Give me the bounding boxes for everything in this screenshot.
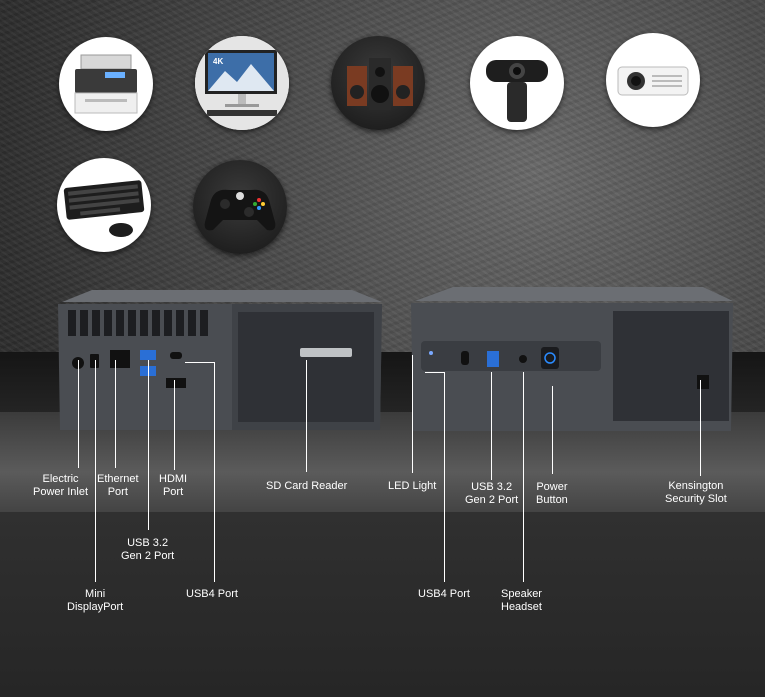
callout-line-ethernet	[115, 360, 116, 468]
callout-line-power-inlet	[78, 360, 79, 468]
printer-icon	[59, 37, 153, 131]
webcam-icon	[470, 36, 564, 130]
speakers-icon	[331, 36, 425, 130]
gamepad-icon	[193, 160, 287, 254]
callout-line-usb4-rear-v	[214, 362, 215, 582]
lower-wall	[0, 512, 765, 697]
svg-text:4K: 4K	[213, 57, 223, 66]
callout-line-usb4-front-h	[425, 372, 445, 373]
callout-line-mini-dp	[95, 360, 96, 582]
callout-line-kensington	[700, 380, 701, 476]
label-led-light: LED Light	[388, 480, 437, 492]
callout-line-sd	[306, 360, 307, 472]
projector-icon	[606, 33, 700, 127]
callout-line-usb32-rear	[148, 360, 149, 530]
callout-line-usb4-rear-h	[185, 362, 215, 363]
monitor-icon: 4K	[195, 36, 289, 130]
mini-pc-rear	[58, 290, 382, 430]
label-usb4-rear: USB4 Port	[186, 588, 238, 600]
label-sd-card-reader: SD Card Reader	[266, 480, 348, 492]
callout-line-hdmi	[174, 380, 175, 470]
callout-line-power-btn	[552, 386, 553, 474]
mini-pc-front	[411, 287, 733, 431]
callout-line-usb4-front-v	[444, 372, 445, 582]
callout-line-speaker	[523, 372, 524, 582]
label-usb4-front: USB4 Port	[418, 588, 470, 600]
callout-line-led	[412, 355, 413, 473]
keyboard-mouse-icon	[57, 158, 151, 252]
callout-line-usb32-front	[491, 372, 492, 480]
